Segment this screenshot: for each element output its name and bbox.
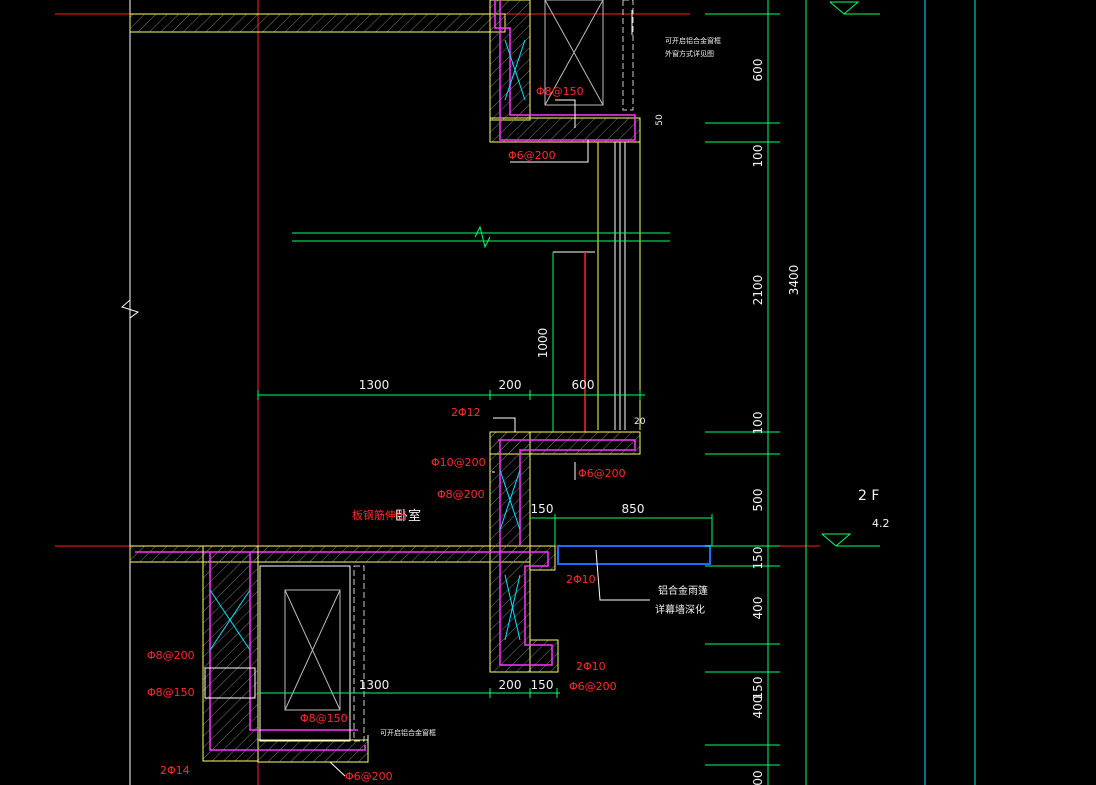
- note-texts: 卧室 板钢筋伸出 可开启铝合金窗框 外窗方式详见图 铝合金雨篷 详幕墙深化 可开…: [352, 36, 721, 737]
- dim-v-2100: 2100: [751, 275, 765, 306]
- room-note: 板钢筋伸出: [352, 508, 407, 522]
- window-note-2: 外窗方式详见图: [665, 49, 714, 58]
- rebar-left-2-14: 2Φ14: [160, 764, 190, 777]
- rebar-bot-6-200: Φ6@200: [345, 770, 393, 783]
- room-label: 卧室: [395, 508, 421, 524]
- rebar-top-150: Φ8@150: [536, 85, 584, 98]
- dim-v-50: 50: [655, 114, 665, 126]
- dimension-lines: [257, 0, 880, 785]
- rebar-top-200: Φ6@200: [508, 149, 556, 162]
- upper-slab: [129, 0, 641, 143]
- dim-20: 20: [634, 417, 646, 427]
- dim-v-00: 00: [751, 770, 765, 785]
- canopy-note-1: 铝合金雨篷: [658, 584, 708, 597]
- dim-v-400: 400: [751, 597, 765, 620]
- dim-h-200: 200: [499, 378, 522, 392]
- rebar-texts: Φ8@150 Φ6@200 2Φ12 Φ10@200 Φ8@200 Φ6@200…: [147, 85, 626, 783]
- rebar-mid-10-200: Φ10@200: [431, 456, 486, 469]
- dim-h-150-low: 150: [531, 678, 554, 692]
- rebar-mid-2-12: 2Φ12: [451, 406, 481, 419]
- canopy-note-2: 详幕墙深化: [655, 603, 705, 616]
- dim-h-600: 600: [572, 378, 595, 392]
- rebar-low-6-200: Φ6@200: [569, 680, 617, 693]
- rebar-mid-8-200: Φ8@200: [437, 488, 485, 501]
- lower-structure: [202, 545, 369, 763]
- dimension-texts: 600 100 2100 3400 1000 100 500 150 400 4…: [359, 59, 890, 785]
- dim-h-150: 150: [531, 502, 554, 516]
- dim-v-1000: 1000: [536, 328, 550, 359]
- rebar-mid-6-200: Φ6@200: [578, 467, 626, 480]
- dim-v-3400: 3400: [787, 265, 801, 296]
- rebar-low-2-10b: 2Φ10: [576, 660, 606, 673]
- dim-v-100b: 100: [751, 412, 765, 435]
- rebar-bot-8-150: Φ8@150: [300, 712, 348, 725]
- rebar-left-8-150: Φ8@150: [147, 686, 195, 699]
- window-frame: [292, 142, 670, 432]
- dim-v-150b: 150: [751, 677, 765, 700]
- leader-lines: [329, 10, 650, 777]
- dim-h-1300: 1300: [359, 378, 390, 392]
- rebar-left-8-200: Φ8@200: [147, 649, 195, 662]
- dim-v-100: 100: [751, 145, 765, 168]
- dim-v-600: 600: [751, 59, 765, 82]
- dim-v-400b: 400: [751, 696, 765, 719]
- lower-window-note: 可开启铝合金窗框: [380, 728, 436, 737]
- dim-v-150: 150: [751, 547, 765, 570]
- dim-h-200-low: 200: [499, 678, 522, 692]
- dim-h-1300-low: 1300: [359, 678, 390, 692]
- dim-v-500: 500: [751, 489, 765, 512]
- window-note-1: 可开启铝合金窗框: [665, 36, 721, 45]
- level-floor-label: 2 F: [858, 488, 879, 504]
- level-value: 4.2: [872, 517, 890, 530]
- rebar-low-2-10a: 2Φ10: [566, 573, 596, 586]
- dim-h-850: 850: [622, 502, 645, 516]
